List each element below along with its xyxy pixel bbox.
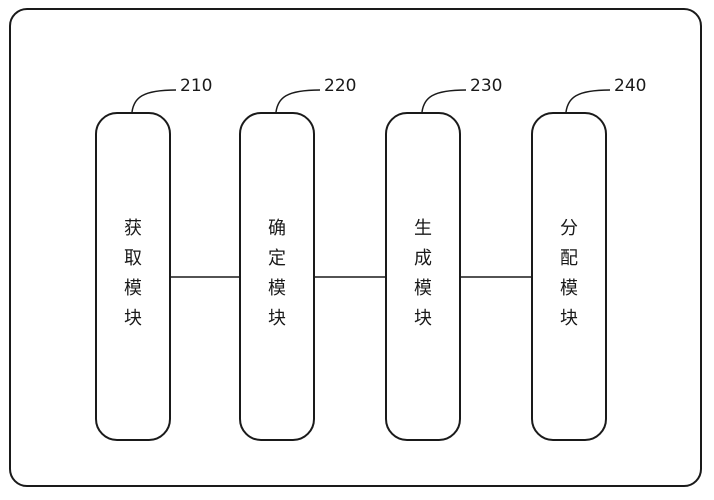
- leader-210: [131, 89, 177, 113]
- module-label-char: 块: [124, 308, 142, 329]
- module-210: 获取模块: [95, 112, 171, 441]
- leader-220: [275, 89, 321, 113]
- module-label-char: 块: [414, 308, 432, 329]
- module-label-char: 块: [268, 308, 286, 329]
- module-label-char: 模: [124, 278, 142, 299]
- module-label-char: 模: [560, 278, 578, 299]
- module-label-char: 确: [268, 218, 286, 239]
- module-label-char: 取: [124, 248, 142, 269]
- leader-230: [421, 89, 467, 113]
- module-label-char: 块: [560, 308, 578, 329]
- module-label-220: 确定模块: [241, 214, 313, 334]
- ref-number-240: 240: [614, 76, 647, 96]
- module-label-char: 生: [414, 218, 432, 239]
- ref-number-230: 230: [470, 76, 503, 96]
- ref-number-210: 210: [180, 76, 213, 96]
- module-label-char: 成: [414, 248, 432, 269]
- module-240: 分配模块: [531, 112, 607, 441]
- module-230: 生成模块: [385, 112, 461, 441]
- module-label-char: 定: [268, 248, 286, 269]
- module-220: 确定模块: [239, 112, 315, 441]
- module-label-240: 分配模块: [533, 214, 605, 334]
- module-label-char: 分: [560, 218, 578, 239]
- diagram-frame: [9, 8, 702, 487]
- module-label-char: 模: [268, 278, 286, 299]
- module-label-210: 获取模块: [97, 214, 169, 334]
- module-label-char: 模: [414, 278, 432, 299]
- module-label-char: 获: [124, 218, 142, 239]
- module-label-char: 配: [560, 248, 578, 269]
- ref-number-220: 220: [324, 76, 357, 96]
- leader-240: [565, 89, 611, 113]
- module-label-230: 生成模块: [387, 214, 459, 334]
